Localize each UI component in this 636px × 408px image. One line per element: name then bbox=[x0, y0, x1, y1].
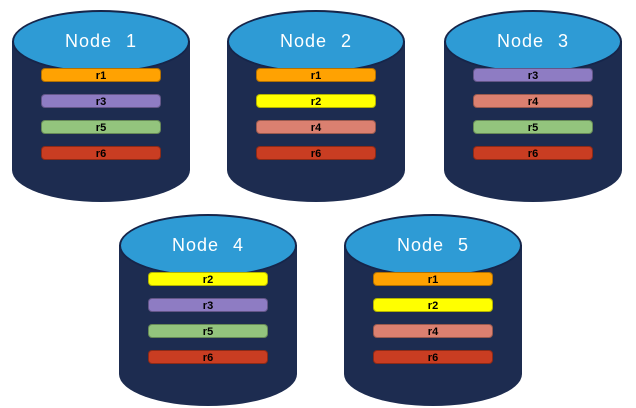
replica-bar-r1: r1 bbox=[41, 68, 161, 82]
replica-bar-r6: r6 bbox=[373, 350, 493, 364]
replica-bar-r6: r6 bbox=[148, 350, 268, 364]
replica-bar-r6: r6 bbox=[473, 146, 593, 160]
node-label: Node 3 bbox=[496, 31, 570, 51]
replica-bar-r4: r4 bbox=[373, 324, 493, 338]
replica-bar-r3: r3 bbox=[473, 68, 593, 82]
node-label: Node 4 bbox=[171, 235, 245, 255]
cylinder-top: Node 1 bbox=[12, 10, 190, 73]
replica-bar-list: r2 r3 r5 r6 bbox=[148, 272, 268, 364]
cylinder-top: Node 3 bbox=[444, 10, 622, 73]
node-label: Node 5 bbox=[396, 235, 470, 255]
node-cylinder-4: Node 4 r2 r3 r5 r6 bbox=[119, 214, 297, 406]
replica-bar-r2: r2 bbox=[256, 94, 376, 108]
node-cylinder-1: Node 1 r1 r3 r5 r6 bbox=[12, 10, 190, 202]
replica-bar-r4: r4 bbox=[473, 94, 593, 108]
replica-bar-list: r3 r4 r5 r6 bbox=[473, 68, 593, 160]
replica-bar-r2: r2 bbox=[148, 272, 268, 286]
node-cylinder-2: Node 2 r1 r2 r4 r6 bbox=[227, 10, 405, 202]
replica-bar-r1: r1 bbox=[256, 68, 376, 82]
replica-bar-r5: r5 bbox=[473, 120, 593, 134]
replica-bar-r4: r4 bbox=[256, 120, 376, 134]
replica-bar-list: r1 r3 r5 r6 bbox=[41, 68, 161, 160]
replica-bar-r6: r6 bbox=[41, 146, 161, 160]
replica-bar-r2: r2 bbox=[373, 298, 493, 312]
cylinder-top: Node 4 bbox=[119, 214, 297, 277]
cylinder-top: Node 2 bbox=[227, 10, 405, 73]
node-cylinder-3: Node 3 r3 r4 r5 r6 bbox=[444, 10, 622, 202]
node-cylinder-5: Node 5 r1 r2 r4 r6 bbox=[344, 214, 522, 406]
replica-bar-r5: r5 bbox=[148, 324, 268, 338]
replica-bar-r3: r3 bbox=[41, 94, 161, 108]
replica-bar-list: r1 r2 r4 r6 bbox=[373, 272, 493, 364]
replica-bar-r6: r6 bbox=[256, 146, 376, 160]
node-label: Node 2 bbox=[279, 31, 353, 51]
replica-bar-r3: r3 bbox=[148, 298, 268, 312]
cylinder-top: Node 5 bbox=[344, 214, 522, 277]
replica-bar-r5: r5 bbox=[41, 120, 161, 134]
node-label: Node 1 bbox=[64, 31, 138, 51]
replica-bar-r1: r1 bbox=[373, 272, 493, 286]
replica-bar-list: r1 r2 r4 r6 bbox=[256, 68, 376, 160]
